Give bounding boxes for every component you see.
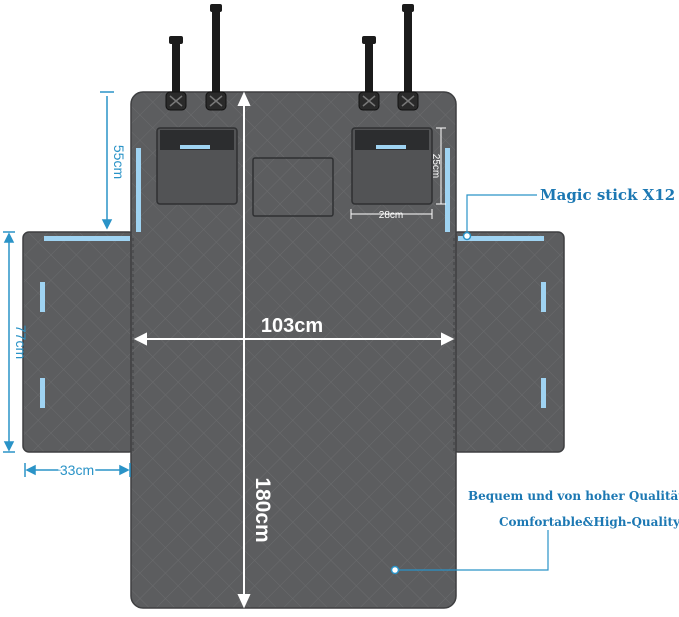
velcro-strips: [40, 148, 546, 408]
velcro-strip-icon: [541, 378, 546, 408]
velcro-strip-icon: [44, 236, 130, 241]
pocket-center: [252, 157, 334, 217]
velcro-strip-icon: [458, 236, 544, 241]
strap-buckle-icon: [358, 36, 380, 111]
dimension-flap-width-line: [24, 463, 131, 477]
label-top-height: 55cm: [111, 145, 127, 179]
label-pocket-height: 25cm: [430, 154, 441, 178]
callout-dot-icon: [390, 565, 400, 575]
strap-buckle-icon: [205, 4, 227, 111]
pocket-left: [156, 127, 238, 205]
callout-quality-en: Comfortable&High-Quality: [499, 515, 679, 529]
strap-buckle-icon: [165, 36, 187, 111]
headrest-straps: [165, 4, 419, 111]
dimension-pocket-height: [436, 127, 446, 205]
dimension-pocket-width: [350, 209, 433, 219]
dimension-length-main: [237, 91, 251, 609]
label-flap-width: 33cm: [60, 462, 94, 478]
velcro-strip-icon: [445, 148, 450, 232]
callout-quality-de: Bequem und von hoher Qualität: [468, 489, 679, 503]
callout-magic-stick: Magic stick X12: [540, 186, 675, 204]
cover-body: [22, 91, 565, 609]
label-length-total: 180cm: [251, 477, 274, 542]
callout-magic-stick-leader: [462, 194, 537, 241]
dimension-top-height-line: [100, 91, 114, 230]
callout-quality-leader: [390, 530, 549, 575]
velcro-strip-icon: [40, 282, 45, 312]
callout-dot-icon: [462, 231, 472, 241]
dimension-width-main: [133, 332, 455, 346]
main-panel: [130, 91, 457, 609]
label-flap-height: 77cm: [13, 325, 29, 359]
side-flap-right: [451, 231, 565, 453]
dimension-flap-height-line: [3, 231, 15, 453]
pocket-right: [351, 127, 433, 205]
velcro-strip-icon: [136, 148, 141, 232]
label-pocket-width: 28cm: [379, 210, 403, 221]
velcro-strip-icon: [40, 378, 45, 408]
label-width-total: 103cm: [261, 315, 323, 337]
strap-buckle-icon: [397, 4, 419, 111]
velcro-strip-icon: [541, 282, 546, 312]
side-flap-left: [22, 231, 136, 453]
